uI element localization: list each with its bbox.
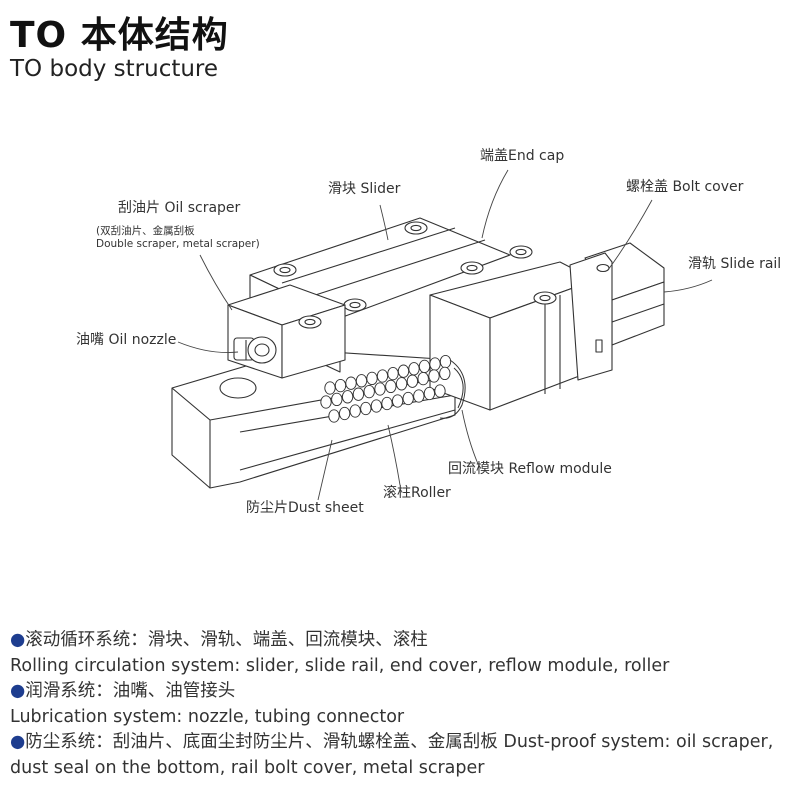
roller-chain — [320, 354, 452, 423]
roller — [429, 357, 441, 371]
lubrication-system-en: Lubrication system: nozzle, tubing conne… — [10, 706, 405, 727]
label-end-cap: 端盖End cap — [480, 148, 564, 164]
roller — [406, 374, 419, 388]
roller — [355, 374, 368, 388]
system-description: ●滚动循环系统：滑块、滑轨、端盖、回流模块、滚柱 Rolling circula… — [10, 628, 780, 781]
bullet-icon: ● — [10, 732, 26, 752]
roller — [402, 391, 414, 406]
lubrication-system-cn: ●润滑系统：油嘴、油管接头 — [10, 681, 236, 701]
rolling-system-cn: ●滚动循环系统：滑块、滑轨、端盖、回流模块、滚柱 — [10, 630, 428, 650]
roller — [360, 401, 372, 416]
roller — [345, 376, 357, 390]
label-oil-nozzle: 油嘴 Oil nozzle — [76, 332, 176, 348]
label-oil-scraper: 刮油片 Oil scraper — [118, 200, 241, 216]
roller — [395, 377, 408, 391]
leader-bolt-cover — [607, 199, 653, 271]
roller — [341, 390, 354, 404]
roller — [376, 369, 389, 383]
roller — [423, 386, 436, 401]
reflow-module — [439, 359, 466, 419]
bullet-icon: ● — [10, 681, 26, 701]
rolling-system-en: Rolling circulation system: slider, slid… — [10, 655, 670, 676]
roller — [391, 394, 404, 408]
roller — [428, 369, 440, 383]
label-roller: 滚柱Roller — [383, 484, 451, 501]
roller — [338, 406, 351, 421]
rail-bolt-hole — [219, 377, 257, 399]
leader-oil-scraper — [199, 254, 233, 311]
roller — [418, 359, 431, 374]
roller — [366, 371, 378, 386]
roller — [381, 396, 393, 411]
bullet-icon: ● — [10, 630, 26, 650]
leader-reflow-module — [461, 409, 479, 465]
roller — [324, 381, 336, 395]
roller — [397, 364, 410, 378]
roller — [334, 378, 347, 393]
label-reflow-module: 回流模块 Reflow module — [448, 461, 612, 477]
roller — [320, 395, 332, 409]
roller — [417, 371, 429, 386]
label-oil-scraper-note-en: Double scraper, metal scraper) — [96, 238, 260, 250]
roller — [374, 382, 386, 396]
roller — [363, 384, 375, 399]
leader-slider — [379, 204, 389, 241]
end-cap-block — [429, 245, 596, 411]
roller — [328, 409, 340, 423]
oil-scraper-plate — [227, 284, 346, 379]
roller — [352, 387, 365, 401]
roller — [408, 362, 420, 376]
roller — [439, 366, 451, 381]
roller — [349, 404, 361, 418]
leader-dust-sheet — [317, 439, 333, 501]
leader-roller — [387, 424, 401, 486]
oil-nozzle — [233, 336, 277, 364]
roller — [413, 389, 425, 403]
label-slider: 滑块 Slider — [328, 180, 401, 197]
roller — [385, 379, 397, 394]
label-bolt-cover: 螺栓盖 Bolt cover — [626, 179, 744, 195]
roller — [434, 384, 446, 398]
leader-slide-rail — [663, 279, 713, 293]
label-dust-sheet: 防尘片Dust sheet — [246, 500, 364, 516]
page-title: TO 本体结构 — [10, 15, 229, 56]
bolt-cover-plate — [569, 252, 613, 381]
page-subtitle: TO body structure — [10, 56, 219, 82]
leader-oil-nozzle — [177, 341, 239, 353]
label-oil-scraper-note-cn: (双刮油片、金属刮板 — [96, 224, 195, 237]
roller — [331, 392, 343, 407]
roller — [387, 366, 399, 381]
leader-end-cap — [481, 169, 509, 239]
label-slide-rail: 滑轨 Slide rail — [688, 255, 781, 272]
roller — [370, 399, 383, 413]
roller — [439, 354, 452, 369]
dustproof-system: ●防尘系统：刮油片、底面尘封防尘片、滑轨螺栓盖、金属刮板 Dust-proof … — [10, 732, 774, 778]
